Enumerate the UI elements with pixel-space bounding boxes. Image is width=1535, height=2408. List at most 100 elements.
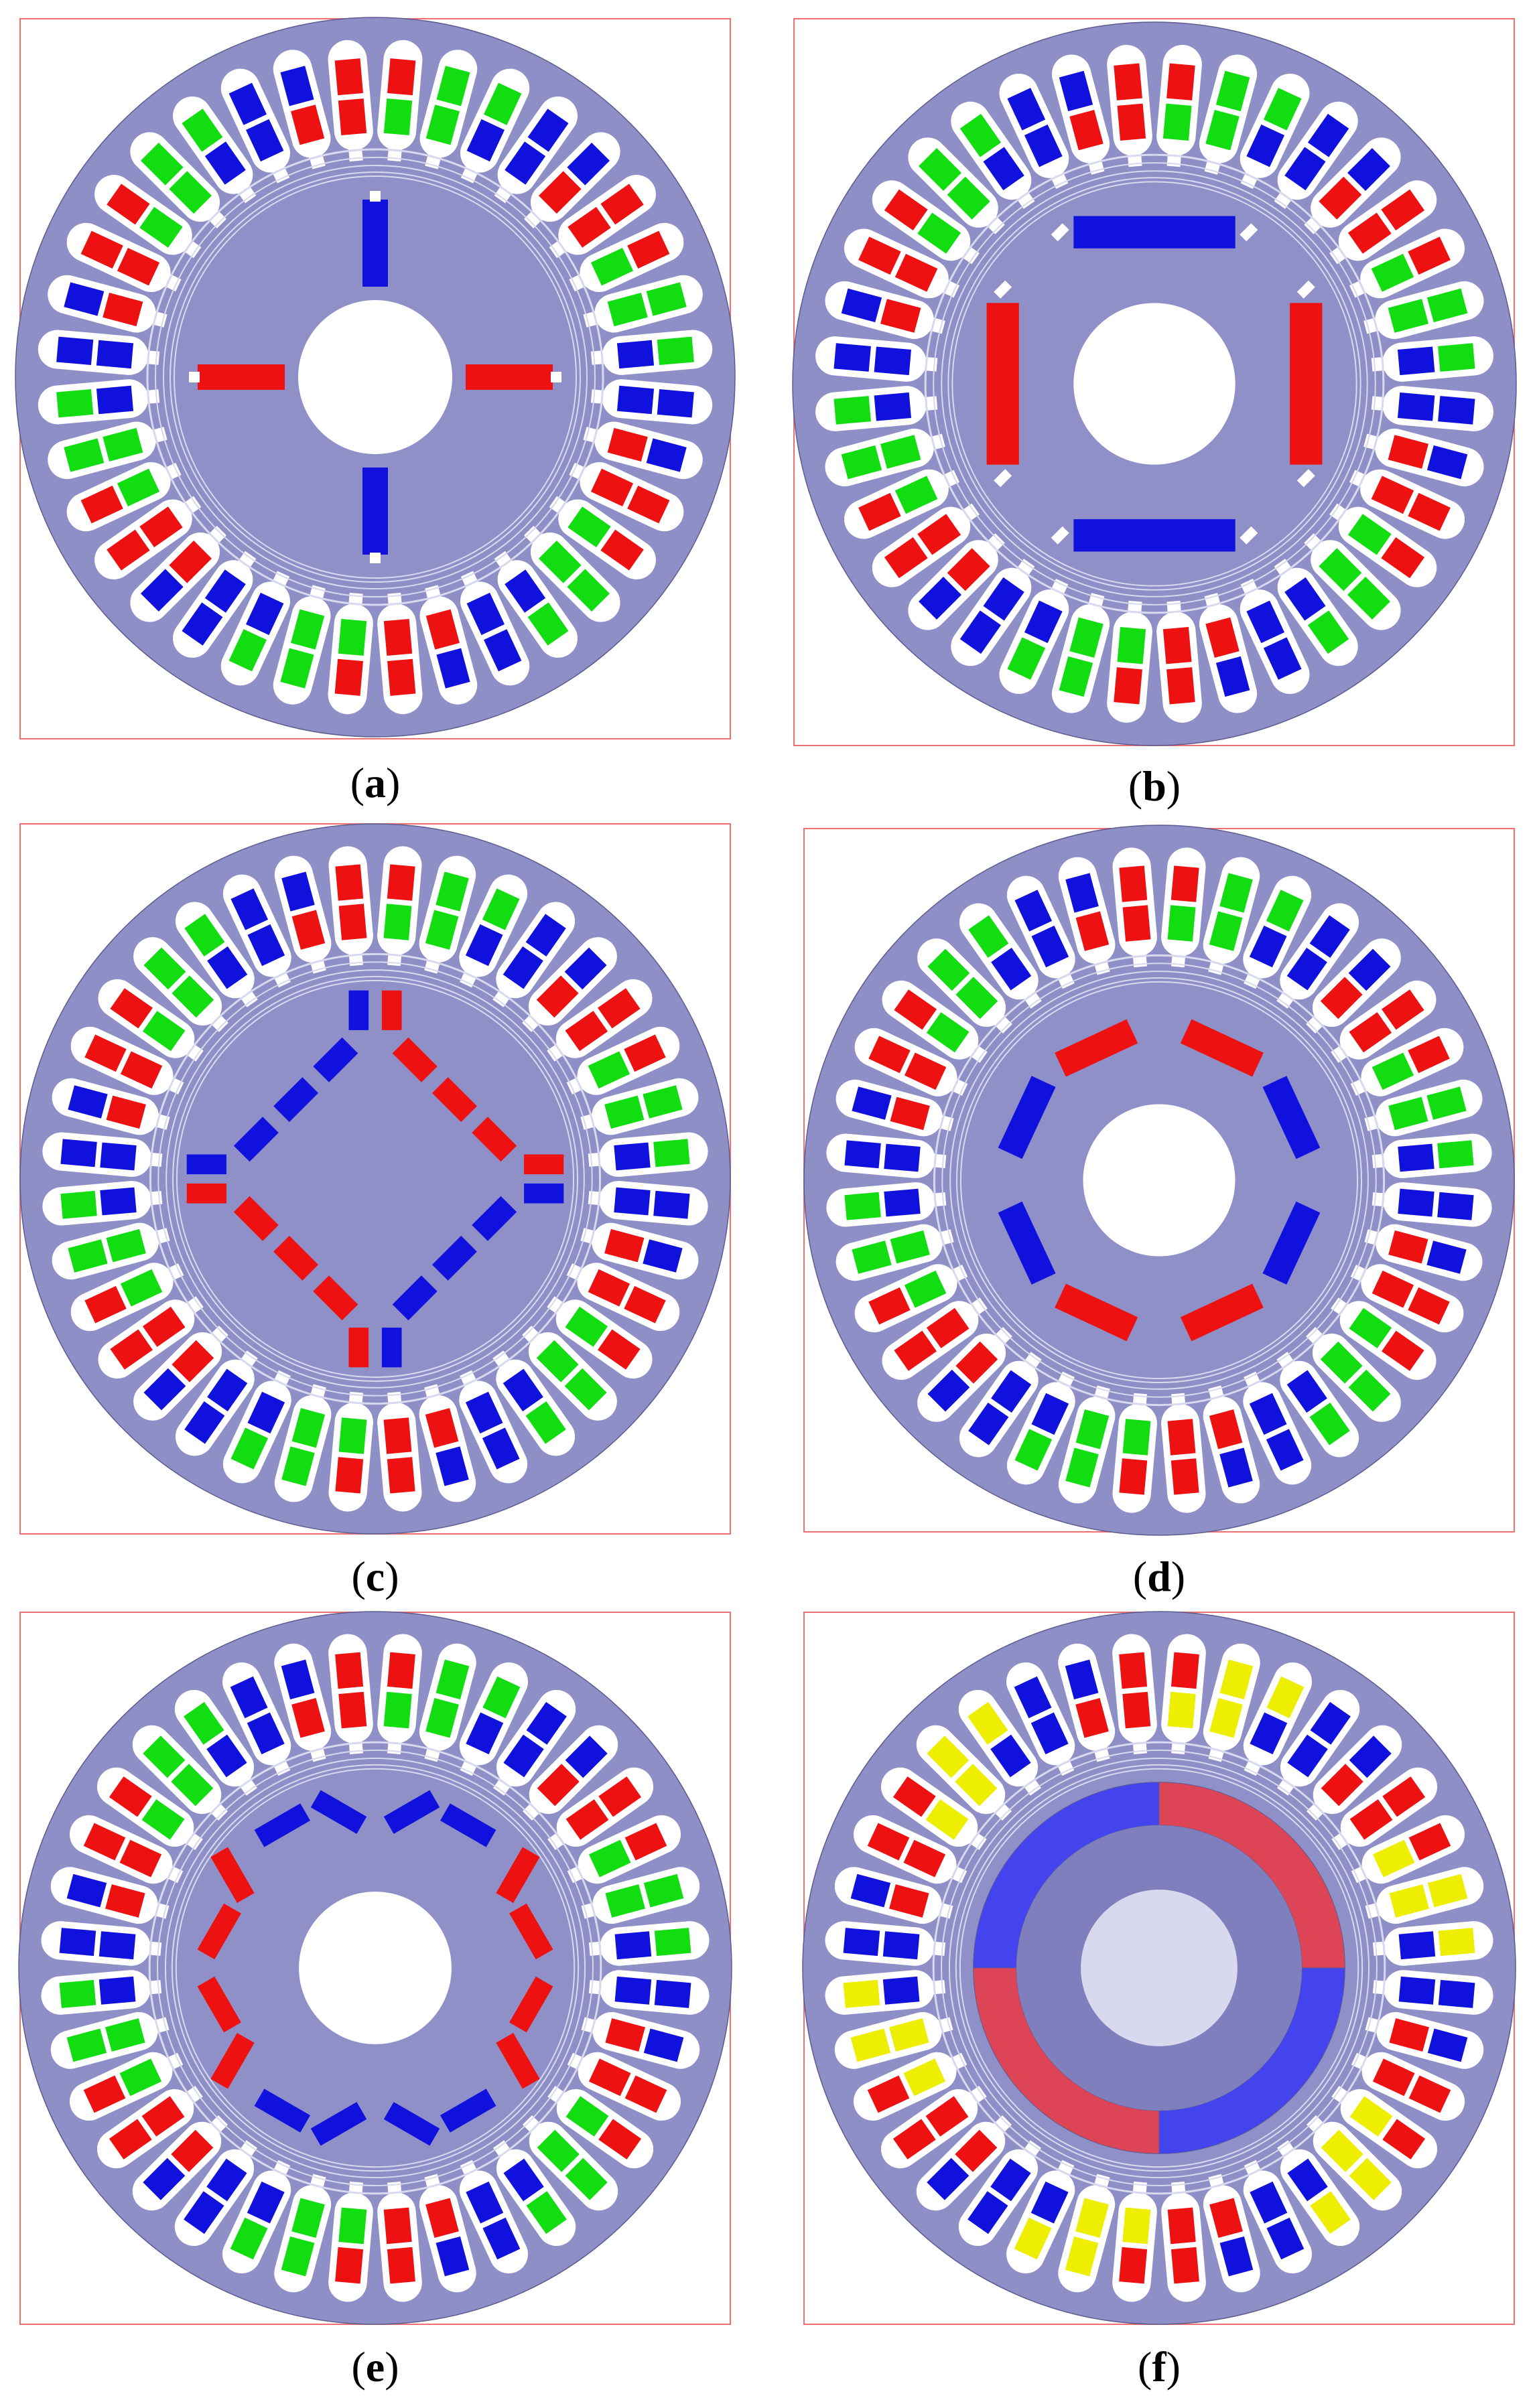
coil-side-inner — [141, 2096, 185, 2137]
coil-side-outer — [1215, 656, 1250, 697]
label-letter: e — [366, 2343, 385, 2391]
magnet-end — [186, 1154, 226, 1175]
coil-side-outer — [1065, 2236, 1099, 2277]
rotor-core — [176, 979, 575, 1378]
coil-side-outer — [657, 336, 694, 365]
coil-side-inner — [990, 2158, 1031, 2202]
coil-side-inner — [1122, 2207, 1151, 2245]
coil-side-inner — [947, 548, 990, 591]
air-gap-ring — [172, 975, 579, 1383]
coil-side-inner — [538, 540, 582, 583]
coil-side-inner — [383, 2207, 412, 2245]
coil-side-inner — [880, 435, 921, 469]
coil-side-outer — [436, 871, 469, 912]
coil-side-outer — [1310, 2191, 1351, 2235]
coil-side-inner — [568, 206, 611, 248]
coil-side-outer — [1408, 1823, 1451, 1861]
flux-barrier — [1240, 526, 1258, 545]
coil-side-inner — [955, 1341, 998, 1384]
coil-side-inner — [425, 609, 460, 650]
coil-side-outer — [59, 1928, 96, 1957]
slot-opening — [959, 503, 980, 523]
coil-side-outer — [56, 336, 94, 365]
slot-opening — [1022, 1352, 1042, 1372]
coil-side-outer — [1381, 189, 1425, 231]
coil-side-outer — [1171, 2247, 1199, 2284]
air-gap-ring — [157, 961, 593, 1397]
coil-side-outer — [868, 1036, 911, 1074]
coil-side-inner — [142, 1011, 186, 1052]
coil-side-outer — [1427, 1873, 1468, 1908]
coil-side-outer — [643, 2028, 684, 2062]
coil-side-outer — [281, 2236, 315, 2277]
slot-opening — [524, 208, 544, 228]
slot-opening — [1274, 559, 1294, 579]
coil-side-outer — [1408, 1287, 1450, 1325]
flux-barrier — [1240, 223, 1258, 242]
coil-side-inner — [383, 98, 413, 136]
coil-side-inner — [1250, 2181, 1288, 2224]
flux-barrier — [189, 372, 200, 382]
air-gap-ring — [955, 1764, 1363, 2172]
magnet-bottom — [362, 468, 388, 555]
coil-side-inner — [1167, 1419, 1196, 1456]
coil-side-inner — [590, 247, 634, 286]
slot-opening — [1329, 244, 1349, 265]
coil-side-inner — [1388, 1096, 1428, 1131]
coil-side-outer — [646, 282, 687, 316]
coil-side-outer — [1014, 1676, 1052, 1719]
coil-side-inner — [383, 904, 412, 940]
w-magnet — [254, 1803, 311, 1847]
coil-side-inner — [503, 946, 543, 989]
coil-side-inner — [1209, 1698, 1243, 1738]
coil-side-outer — [627, 230, 670, 269]
coil-side-inner — [588, 1269, 630, 1307]
slot-opening — [183, 2086, 203, 2105]
coil-side-inner — [1246, 600, 1285, 644]
slot-opening — [208, 1800, 228, 1821]
magnet-end — [524, 1154, 564, 1175]
coil-side-inner — [882, 1976, 920, 2005]
coil-side-inner — [503, 1368, 543, 1412]
coil-side-outer — [843, 1928, 880, 1957]
coil-side-outer — [140, 142, 184, 186]
slot-opening — [238, 2140, 257, 2160]
air-gap-ring — [941, 1750, 1378, 2186]
coil-side-inner — [1349, 1307, 1392, 1348]
coil-side-outer — [526, 2191, 567, 2235]
coil-side-outer — [110, 988, 153, 1029]
coil-side-outer — [1119, 1652, 1148, 1689]
coil-side-inner — [926, 1307, 970, 1348]
air-gap-ring — [933, 162, 1376, 606]
coil-side-outer — [66, 1873, 107, 1908]
coil-side-outer — [1309, 915, 1350, 958]
flux-barrier — [1296, 280, 1315, 299]
coil-side-inner — [1398, 1143, 1434, 1172]
magnet-left — [986, 303, 1019, 465]
slot-opening — [237, 183, 257, 204]
w-magnet — [254, 2088, 311, 2133]
slot-opening — [239, 987, 258, 1007]
slot-opening — [1015, 189, 1035, 209]
coil-side-outer — [567, 569, 610, 612]
coil-side-outer — [564, 1368, 607, 1411]
coil-side-outer — [654, 1979, 691, 2008]
air-gap-ring — [164, 1757, 586, 2179]
coil-side-outer — [143, 1736, 186, 1778]
coil-side-outer — [387, 2247, 415, 2284]
coil-side-inner — [1122, 905, 1151, 942]
coil-side-outer — [884, 537, 928, 579]
coil-side-outer — [107, 184, 150, 225]
coil-side-inner — [614, 1976, 652, 2005]
coil-side-inner — [338, 98, 367, 136]
flux-barrier — [1051, 223, 1069, 242]
coil-side-outer — [1382, 2119, 1426, 2159]
coil-side-inner — [1286, 1370, 1327, 1413]
coil-side-inner — [1030, 1712, 1069, 1755]
air-gap-ring — [948, 1757, 1370, 2179]
slot-opening — [1304, 214, 1325, 234]
slot-opening — [984, 214, 1005, 234]
slot-opening — [522, 1012, 542, 1032]
air-gap-ring — [146, 148, 604, 606]
slot-opening — [1276, 1352, 1296, 1372]
